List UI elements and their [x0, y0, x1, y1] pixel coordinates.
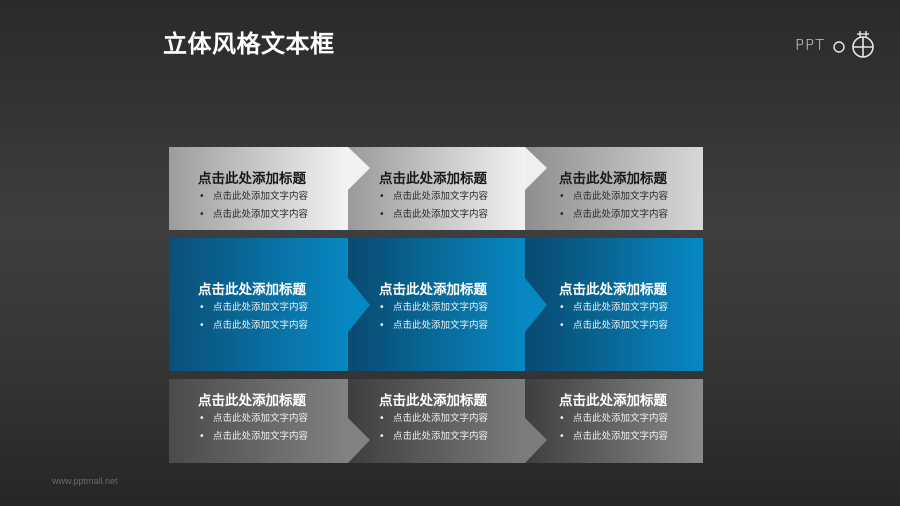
textbox-bullets: •点击此处添加文字内容 •点击此处添加文字内容: [199, 188, 308, 224]
textbox-r1-c1[interactable]: 点击此处添加标题 •点击此处添加文字内容 •点击此处添加文字内容: [169, 147, 348, 230]
bullet-item[interactable]: •点击此处添加文字内容: [199, 299, 308, 317]
textbox-bullets: •点击此处添加文字内容 •点击此处添加文字内容: [199, 410, 308, 446]
bullet-item[interactable]: •点击此处添加文字内容: [379, 299, 488, 317]
textbox-r3-c3[interactable]: 点击此处添加标题 •点击此处添加文字内容 •点击此处添加文字内容: [525, 379, 703, 463]
bullet-icon: •: [199, 209, 205, 220]
textbox-bullets: •点击此处添加文字内容 •点击此处添加文字内容: [379, 188, 488, 224]
bullet-icon: •: [199, 320, 205, 331]
bullet-item[interactable]: •点击此处添加文字内容: [559, 317, 668, 335]
bullet-item[interactable]: •点击此处添加文字内容: [199, 206, 308, 224]
textbox-r2-c2[interactable]: 点击此处添加标题 •点击此处添加文字内容 •点击此处添加文字内容: [348, 238, 525, 371]
bullet-icon: •: [379, 413, 385, 424]
bullet-item[interactable]: •点击此处添加文字内容: [379, 428, 488, 446]
footer-url: www.pptmall.net: [52, 476, 118, 486]
textbox-title[interactable]: 点击此处添加标题: [559, 282, 667, 298]
bullet-icon: •: [379, 191, 385, 202]
bullet-item[interactable]: •点击此处添加文字内容: [379, 188, 488, 206]
bullet-item[interactable]: •点击此处添加文字内容: [199, 410, 308, 428]
bullet-item[interactable]: •点击此处添加文字内容: [199, 317, 308, 335]
bullet-icon: •: [379, 209, 385, 220]
textbox-r1-c3[interactable]: 点击此处添加标题 •点击此处添加文字内容 •点击此处添加文字内容: [525, 147, 703, 230]
textbox-bullets: •点击此处添加文字内容 •点击此处添加文字内容: [379, 299, 488, 335]
logo: PPT: [795, 30, 883, 60]
textbox-r2-c1[interactable]: 点击此处添加标题 •点击此处添加文字内容 •点击此处添加文字内容: [169, 238, 348, 371]
textbox-r2-c3[interactable]: 点击此处添加标题 •点击此处添加文字内容 •点击此处添加文字内容: [525, 238, 703, 371]
textbox-title[interactable]: 点击此处添加标题: [379, 282, 487, 298]
bullet-icon: •: [379, 320, 385, 331]
bullet-item[interactable]: •点击此处添加文字内容: [199, 188, 308, 206]
textbox-bullets: •点击此处添加文字内容 •点击此处添加文字内容: [199, 299, 308, 335]
textbox-title[interactable]: 点击此处添加标题: [559, 171, 667, 187]
textbox-bullets: •点击此处添加文字内容 •点击此处添加文字内容: [559, 299, 668, 335]
textbox-bullets: •点击此处添加文字内容 •点击此处添加文字内容: [379, 410, 488, 446]
bullet-item[interactable]: •点击此处添加文字内容: [559, 299, 668, 317]
bullet-icon: •: [559, 191, 565, 202]
pptmall-logo-icon: [833, 31, 875, 58]
bullet-icon: •: [559, 413, 565, 424]
textbox-title[interactable]: 点击此处添加标题: [379, 171, 487, 187]
bullet-icon: •: [199, 413, 205, 424]
textbox-r3-c2[interactable]: 点击此处添加标题 •点击此处添加文字内容 •点击此处添加文字内容: [348, 379, 525, 463]
textbox-title[interactable]: 点击此处添加标题: [198, 282, 306, 298]
textbox-title[interactable]: 点击此处添加标题: [379, 393, 487, 409]
bullet-item[interactable]: •点击此处添加文字内容: [379, 410, 488, 428]
textbox-r3-c1[interactable]: 点击此处添加标题 •点击此处添加文字内容 •点击此处添加文字内容: [169, 379, 348, 463]
bullet-icon: •: [379, 302, 385, 313]
bullet-icon: •: [559, 302, 565, 313]
textbox-bullets: •点击此处添加文字内容 •点击此处添加文字内容: [559, 188, 668, 224]
bullet-item[interactable]: •点击此处添加文字内容: [559, 188, 668, 206]
bullet-icon: •: [379, 431, 385, 442]
bullet-item[interactable]: •点击此处添加文字内容: [559, 410, 668, 428]
textbox-title[interactable]: 点击此处添加标题: [559, 393, 667, 409]
logo-text: PPT: [795, 36, 826, 54]
bullet-icon: •: [559, 431, 565, 442]
bullet-icon: •: [559, 209, 565, 220]
bullet-icon: •: [199, 191, 205, 202]
textbox-bullets: •点击此处添加文字内容 •点击此处添加文字内容: [559, 410, 668, 446]
slide-title: 立体风格文本框: [163, 30, 335, 58]
bullet-item[interactable]: •点击此处添加文字内容: [199, 428, 308, 446]
bullet-icon: •: [199, 431, 205, 442]
bullet-icon: •: [199, 302, 205, 313]
bullet-icon: •: [559, 320, 565, 331]
textbox-title[interactable]: 点击此处添加标题: [198, 393, 306, 409]
bullet-item[interactable]: •点击此处添加文字内容: [379, 206, 488, 224]
bullet-item[interactable]: •点击此处添加文字内容: [559, 428, 668, 446]
bullet-item[interactable]: •点击此处添加文字内容: [379, 317, 488, 335]
textbox-title[interactable]: 点击此处添加标题: [198, 171, 306, 187]
bullet-item[interactable]: •点击此处添加文字内容: [559, 206, 668, 224]
textbox-r1-c2[interactable]: 点击此处添加标题 •点击此处添加文字内容 •点击此处添加文字内容: [348, 147, 525, 230]
